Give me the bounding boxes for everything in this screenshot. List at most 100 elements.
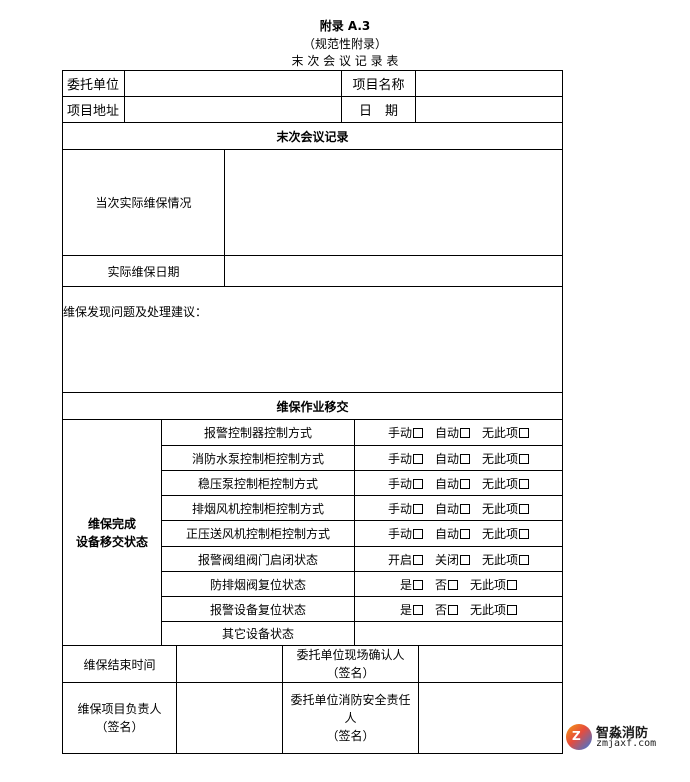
checkbox-icon[interactable] bbox=[413, 453, 423, 464]
checkbox-icon[interactable] bbox=[460, 428, 471, 438]
signoff-table: 维保结束时间 委托单位现场确认人 （签名） 维保项目负责人 （签名） 委托单位消… bbox=[62, 645, 563, 754]
option-checkbox[interactable]: 关闭 bbox=[435, 551, 471, 568]
handover-row: 维保完成设备移交状态报警控制器控制方式手动自动无此项 bbox=[62, 419, 564, 646]
checkbox-icon[interactable] bbox=[413, 529, 423, 539]
checkbox-icon[interactable] bbox=[519, 478, 530, 489]
project-name-field[interactable] bbox=[415, 70, 563, 97]
option-checkbox[interactable]: 手动 bbox=[388, 424, 423, 441]
maintenance-date-label: 实际维保日期 bbox=[62, 255, 225, 287]
option-checkbox[interactable]: 自动 bbox=[435, 424, 471, 441]
option-checkbox[interactable]: 手动 bbox=[388, 525, 423, 542]
handover-item-label: 稳压泵控制柜控制方式 bbox=[161, 470, 355, 496]
checkbox-icon[interactable] bbox=[519, 428, 530, 438]
checkbox-icon[interactable] bbox=[519, 529, 530, 539]
project-lead-sign-note: （签名） bbox=[95, 720, 144, 734]
checkbox-icon[interactable] bbox=[519, 453, 530, 464]
checkbox-icon[interactable] bbox=[460, 453, 471, 464]
client-onsite-sign-note: （签名） bbox=[326, 666, 375, 680]
handover-options: 手动自动无此项 bbox=[353, 470, 564, 496]
option-label: 无此项 bbox=[482, 451, 519, 466]
project-address-field[interactable] bbox=[124, 96, 342, 123]
issues-field[interactable]: 维保发现问题及处理建议： bbox=[61, 286, 564, 393]
option-label: 否 bbox=[435, 577, 448, 592]
checkbox-icon[interactable] bbox=[460, 529, 471, 539]
checkbox-icon[interactable] bbox=[413, 478, 423, 489]
option-checkbox[interactable]: 是 bbox=[400, 576, 423, 593]
maintenance-status-field[interactable] bbox=[223, 149, 564, 256]
option-label: 自动 bbox=[435, 527, 460, 541]
checkbox-icon[interactable] bbox=[448, 579, 459, 590]
option-checkbox[interactable]: 手动 bbox=[388, 450, 423, 467]
option-checkbox[interactable]: 自动 bbox=[435, 475, 471, 492]
option-checkbox[interactable]: 否 bbox=[435, 576, 459, 593]
end-time-field[interactable] bbox=[176, 645, 283, 683]
end-time-label: 维保结束时间 bbox=[62, 645, 177, 683]
handover-row: 排烟风机控制柜控制方式 手动 自动无此项 bbox=[63, 495, 564, 521]
client-field[interactable] bbox=[124, 70, 342, 97]
appendix-label: 附录 A.3 bbox=[319, 19, 371, 33]
option-checkbox[interactable]: 自动 bbox=[435, 450, 471, 467]
client-safety-cell: 委托单位消防安全责任 人 （签名） bbox=[282, 682, 419, 754]
checkbox-icon[interactable] bbox=[413, 428, 423, 438]
option-checkbox[interactable]: 自动 bbox=[435, 525, 471, 542]
project-lead-signature[interactable] bbox=[176, 682, 283, 754]
option-label: 开启 bbox=[387, 552, 412, 567]
client-safety-label-1: 委托单位消防安全责任 bbox=[290, 693, 411, 707]
option-checkbox[interactable]: 无此项 bbox=[482, 475, 530, 492]
date-field[interactable] bbox=[415, 96, 563, 123]
option-label: 无此项 bbox=[470, 602, 507, 617]
info-table: 委托单位 项目名称 项目地址 日 期 bbox=[62, 70, 563, 123]
option-checkbox[interactable]: 无此项 bbox=[470, 601, 518, 618]
form-title: 末 次 会 议 记 录 表 bbox=[291, 54, 399, 68]
checkbox-icon[interactable] bbox=[460, 478, 471, 489]
watermark-title: 智淼消防 bbox=[596, 726, 649, 741]
option-checkbox[interactable]: 无此项 bbox=[470, 576, 518, 593]
handover-options: 手动自动 无此项 bbox=[353, 520, 564, 547]
option-checkbox[interactable]: 是 bbox=[400, 601, 423, 618]
maintenance-date-field[interactable] bbox=[223, 255, 564, 287]
option-checkbox[interactable]: 无此项 bbox=[482, 551, 530, 568]
checkbox-icon[interactable] bbox=[519, 503, 530, 514]
option-checkbox[interactable]: 手动 bbox=[388, 475, 423, 492]
option-label: 无此项 bbox=[482, 527, 519, 541]
checkbox-icon[interactable] bbox=[507, 604, 518, 615]
checkbox-icon[interactable] bbox=[448, 604, 459, 615]
handover-item-label: 报警阀组阀门启闭状态 bbox=[161, 546, 355, 572]
handover-group-label-line2: 设备移交状态 bbox=[75, 534, 148, 549]
checkbox-icon[interactable] bbox=[519, 554, 530, 565]
handover-options: 手动自动无此项 bbox=[353, 445, 564, 471]
checkbox-icon[interactable] bbox=[460, 503, 471, 514]
option-checkbox[interactable]: 开启 bbox=[388, 551, 423, 568]
option-label: 关闭 bbox=[435, 552, 460, 567]
handover-options: 手动 自动无此项 bbox=[353, 495, 564, 521]
checkbox-icon[interactable] bbox=[507, 579, 518, 590]
option-checkbox[interactable]: 无此项 bbox=[482, 525, 530, 542]
option-checkbox[interactable]: 无此项 bbox=[482, 424, 530, 441]
date-label: 日 期 bbox=[341, 96, 416, 123]
client-safety-signature[interactable] bbox=[418, 682, 563, 754]
option-label: 手动 bbox=[387, 501, 412, 516]
meeting-table: 末次会议记录 当次实际维保情况 实际维保日期 维保发现问题及处理建议： bbox=[61, 122, 564, 393]
option-checkbox[interactable]: 无此项 bbox=[482, 500, 530, 517]
option-checkbox[interactable]: 否 bbox=[435, 601, 459, 618]
checkbox-icon[interactable] bbox=[413, 554, 423, 565]
option-label: 手动 bbox=[387, 426, 412, 440]
option-label: 无此项 bbox=[482, 552, 519, 567]
checkbox-icon[interactable] bbox=[413, 503, 423, 514]
option-checkbox[interactable]: 自动 bbox=[435, 500, 471, 517]
option-label: 否 bbox=[435, 602, 448, 617]
handover-options: 手动 自动无此项 bbox=[353, 419, 564, 446]
handover-row: 报警设备复位状态是否无此项 bbox=[63, 596, 564, 622]
option-label: 无此项 bbox=[482, 476, 519, 491]
project-lead-cell: 维保项目负责人 （签名） bbox=[62, 682, 177, 754]
checkbox-icon[interactable] bbox=[460, 554, 471, 565]
handover-row: 消防水泵控制柜控制方式手动自动无此项 bbox=[63, 445, 564, 471]
option-checkbox[interactable]: 手动 bbox=[388, 500, 423, 517]
option-label: 是 bbox=[399, 577, 412, 592]
checkbox-icon[interactable] bbox=[413, 604, 423, 615]
client-onsite-signature[interactable] bbox=[418, 645, 563, 683]
handover-item-label: 排烟风机控制柜控制方式 bbox=[161, 495, 355, 521]
option-checkbox[interactable]: 无此项 bbox=[482, 450, 530, 467]
handover-options[interactable] bbox=[353, 621, 564, 646]
checkbox-icon[interactable] bbox=[413, 579, 423, 590]
